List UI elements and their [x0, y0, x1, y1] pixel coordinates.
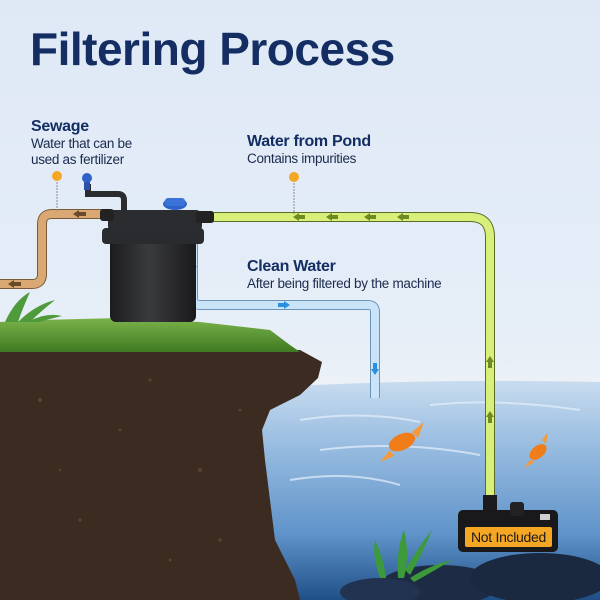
goldfish-2 — [524, 432, 548, 468]
clean-water-label: Clean Water After being filtered by the … — [247, 257, 442, 292]
seaweed — [374, 530, 452, 582]
rocks — [340, 553, 600, 600]
sewage-desc-line2: used as fertilizer — [31, 152, 124, 167]
goldfish-1 — [380, 422, 424, 462]
plant — [5, 292, 62, 322]
page-title: Filtering Process — [30, 23, 395, 75]
sewage-label: Sewage Water that can be used as fertili… — [31, 117, 132, 168]
grass-top — [0, 318, 300, 352]
sewage-flow-arrows — [8, 210, 86, 288]
pond-marker — [289, 172, 299, 214]
not-included-badge: Not Included — [464, 526, 554, 548]
sewage-marker — [52, 171, 62, 212]
clean-water-heading: Clean Water — [247, 258, 336, 275]
pond-filter-machine — [82, 173, 214, 322]
pond-water-desc: Contains impurities — [247, 151, 357, 166]
sewage-desc-line1: Water that can be — [31, 136, 132, 151]
sewage-heading: Sewage — [31, 118, 89, 135]
sewage-pipe — [0, 209, 108, 289]
soil-cliff — [0, 345, 322, 600]
soil-specks — [38, 378, 242, 562]
clean-water-desc: After being filtered by the machine — [247, 276, 442, 291]
pond-flow-arrows — [293, 213, 494, 423]
pond-water-heading: Water from Pond — [247, 133, 371, 150]
pond-water-label: Water from Pond Contains impurities — [247, 132, 371, 167]
